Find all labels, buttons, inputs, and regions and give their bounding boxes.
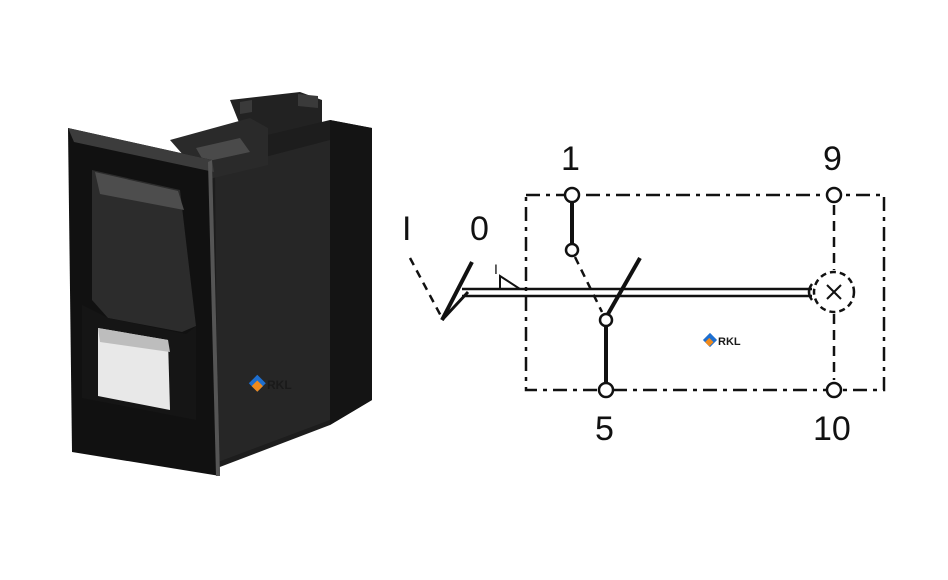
pin-label-9: 9 (823, 140, 842, 178)
schematic-enclosure (524, 193, 886, 392)
contact-alt-path (573, 256, 604, 313)
detent-mark (499, 274, 524, 290)
rocker-switch-photo: RKL (68, 92, 372, 476)
terminal-5 (597, 381, 615, 399)
actuator-mark: I (494, 261, 498, 277)
pin-label-1: 1 (561, 140, 580, 178)
terminal-1 (563, 186, 581, 204)
contact-1-point (564, 242, 580, 258)
wiring-schematic (408, 186, 886, 399)
diagram-logo-text: RKL (718, 336, 741, 348)
rkl-logo-diagram: RKL (702, 332, 741, 348)
position-label-off: 0 (470, 210, 489, 248)
rocker-lever-off (440, 261, 474, 321)
moving-contact-blade (606, 257, 642, 315)
pin-label-5: 5 (595, 410, 614, 448)
pin-label-10: 10 (813, 410, 851, 448)
photo-logo-text: RKL (267, 378, 292, 392)
terminal-10 (825, 381, 843, 399)
rocker-lever-on (408, 257, 444, 319)
position-label-on: I (402, 210, 411, 248)
rkl-logo-photo: RKL (248, 374, 292, 392)
rocker-button (92, 170, 196, 332)
terminal-9 (825, 186, 843, 204)
contact-5-point (598, 312, 614, 328)
